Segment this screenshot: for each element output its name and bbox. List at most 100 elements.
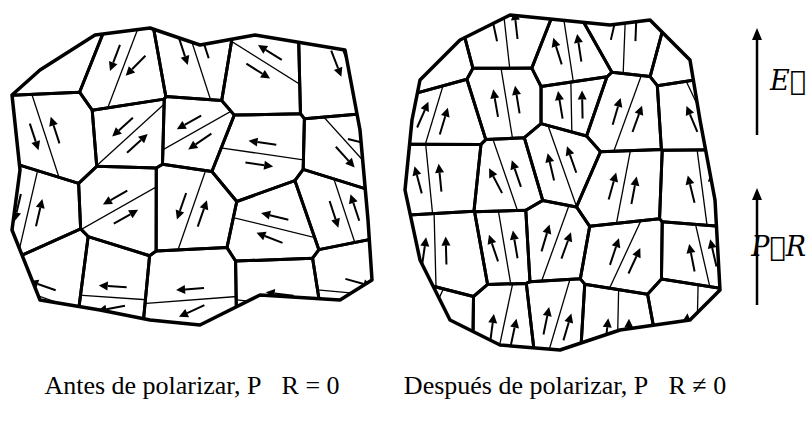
arrow-head: [435, 164, 444, 173]
polarization-arrow: [111, 191, 128, 200]
arrow-head: [126, 66, 136, 76]
polarization-arrow: [556, 46, 562, 64]
arrow-head: [614, 98, 623, 108]
arrow-head: [407, 28, 416, 37]
polarization-arrow: [348, 139, 366, 144]
arrow-head: [260, 70, 270, 79]
field-label: E⃗: [770, 65, 806, 96]
polarization-arrow: [610, 247, 616, 265]
polarization-arrow: [493, 23, 497, 42]
polarization-arrow: [628, 256, 636, 273]
grain-boundary: [382, 0, 473, 103]
polarization-arrow: [106, 306, 125, 309]
arrow-head: [31, 140, 40, 150]
polarization-arrow: [132, 56, 145, 70]
polarization-arrow: [35, 32, 52, 39]
arrow-head: [49, 117, 58, 127]
grain-boundary: [474, 138, 543, 212]
arrow-head: [552, 38, 561, 48]
arrow-head: [489, 168, 497, 178]
grain: [32, 282, 192, 314]
arrow-head: [578, 90, 587, 99]
polarization-arrow: [265, 236, 283, 243]
polarization-arrow: [631, 185, 635, 204]
domain-wall: [491, 167, 518, 325]
arrow-head: [177, 121, 187, 129]
polarization-arrow: [411, 319, 417, 337]
polarization-arrow: [409, 37, 411, 56]
grain-boundary: [526, 279, 584, 372]
arrow-head: [109, 61, 117, 71]
arrow-head: [512, 86, 521, 96]
arrow-head: [429, 31, 438, 41]
arrow-head: [188, 141, 198, 150]
domain-wall: [51, 168, 190, 247]
grain-boundary: [532, 0, 612, 86]
arrow-head: [264, 161, 274, 170]
arrow-head: [631, 176, 640, 186]
arrow-head: [365, 139, 375, 148]
domain-wall: [169, 0, 218, 124]
arrow-head: [704, 314, 713, 323]
polarization-arrow: [187, 305, 204, 313]
grain-boundary: [92, 99, 164, 168]
grain: [278, 279, 437, 310]
grain: [300, 90, 407, 209]
polarization-arrow: [517, 95, 520, 114]
domain-wall: [166, 134, 219, 285]
grain-boundary: [156, 164, 237, 251]
polarization-arrow: [440, 116, 445, 134]
polarization-arrow: [114, 214, 131, 223]
arrow-head: [261, 211, 271, 220]
polarization-arrow: [246, 64, 262, 74]
arrow-head: [686, 175, 695, 185]
polarization-arrow: [196, 134, 212, 145]
arrow-head: [334, 67, 342, 77]
polarization-arrow: [515, 20, 517, 39]
polarization-arrow: [331, 51, 338, 69]
arrow-head: [99, 282, 108, 291]
grain: [529, 166, 583, 316]
arrow-head: [200, 200, 208, 210]
polarization-arrow: [119, 118, 133, 131]
arrow-head: [441, 237, 450, 246]
polarization-arrow: [493, 176, 502, 193]
arrow-head: [611, 13, 620, 23]
arrow-head: [433, 320, 441, 330]
arrow-head: [612, 238, 621, 248]
polarization-arrow: [257, 142, 276, 145]
polarization-arrow: [632, 114, 638, 132]
grain-group: [382, 0, 742, 412]
arrow-head: [545, 153, 554, 163]
polarization-arrow: [38, 284, 56, 290]
grain: [194, 208, 349, 246]
polarization-arrow: [570, 155, 576, 173]
grain: [488, 167, 519, 325]
arrow-head: [603, 318, 612, 327]
polarization-arrow: [430, 40, 433, 59]
arrow-head: [510, 231, 519, 241]
grain: [169, 0, 218, 124]
grain: [413, 99, 445, 258]
arrow-head: [706, 97, 714, 107]
polarization-arrow: [245, 163, 264, 166]
domain-wall: [97, 0, 154, 137]
arrow-head: [687, 244, 696, 254]
domain-wall: [622, 0, 628, 107]
domain-wall: [433, 171, 437, 331]
grain: [51, 168, 190, 247]
grain: [591, 184, 658, 329]
grain-boundary: [567, 0, 673, 77]
polarization-arrow: [634, 22, 637, 41]
domain-wall: [480, 102, 532, 253]
domain-wall: [196, 19, 331, 104]
arrow-head: [36, 199, 45, 209]
arrow-head: [112, 127, 122, 136]
grain-boundary: [660, 150, 742, 228]
polarization-arrow: [272, 315, 290, 320]
polarization-arrow: [108, 286, 127, 287]
polarization-arrow: [417, 175, 422, 193]
polarization-arrow: [613, 107, 618, 125]
grain-boundary: [526, 200, 590, 281]
